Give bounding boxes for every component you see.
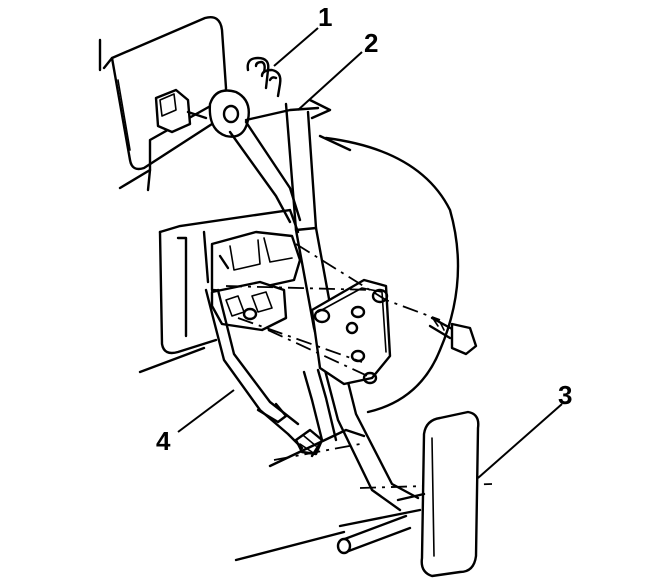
pedal-pad [396, 410, 480, 578]
housing-cover [318, 134, 460, 414]
pivot-pin [234, 508, 422, 562]
pushrod-clevis [208, 89, 332, 138]
callout-3: 3 [558, 380, 572, 410]
callout-4: 4 [156, 426, 171, 456]
mounting-plate [310, 278, 392, 386]
brake-switch [154, 88, 208, 134]
callout-1: 1 [318, 2, 332, 32]
retainer-clip [246, 56, 282, 98]
mounting-bolt [428, 316, 478, 356]
pivot-bracket [210, 280, 288, 332]
callout-leaders [177, 27, 563, 479]
callout-2: 2 [364, 28, 378, 58]
lower-linkage [204, 288, 366, 468]
